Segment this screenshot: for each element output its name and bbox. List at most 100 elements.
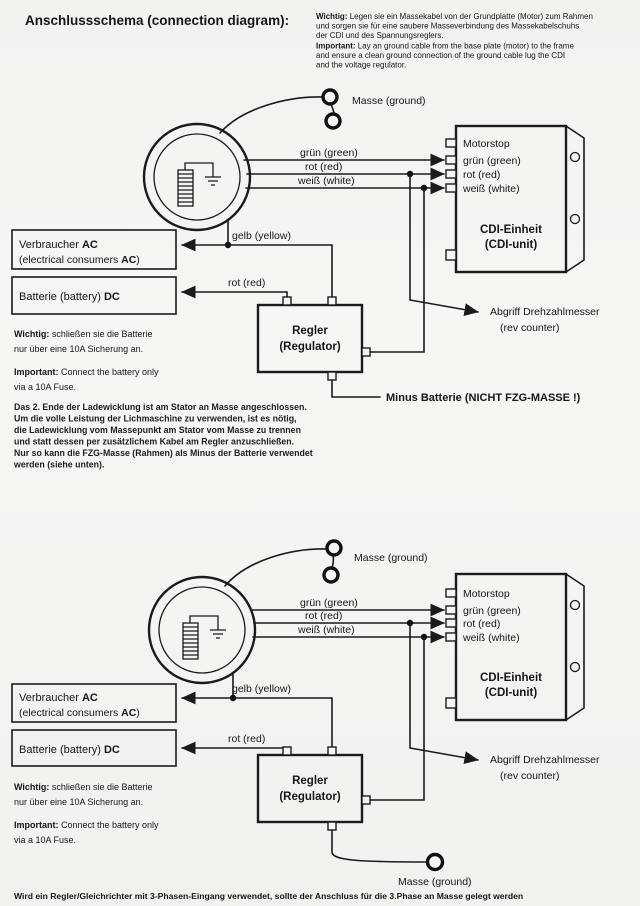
regulator-ground-wire (331, 829, 428, 863)
regulator-terminal (327, 371, 337, 381)
rev-counter-label: (rev counter) (500, 770, 560, 782)
regulator-terminal (282, 296, 292, 306)
cdi-green-label: grün (green) (463, 605, 521, 617)
regulator-box (256, 753, 364, 824)
yellow-wire-label: gelb (yellow) (232, 683, 291, 695)
diagram-top: Masse (ground) grün (green) rot (red) we… (11, 88, 600, 404)
cdi-mount-hole (569, 213, 581, 225)
cdi-white-label: weiß (white) (462, 183, 520, 195)
cdi-unit-side (565, 125, 585, 273)
cdi-pin (445, 249, 457, 261)
header-note-line: Wichtig: Legen sie ein Massekabel von de… (316, 12, 593, 21)
cdi-title: CDI-Einheit (480, 224, 542, 236)
regulator-title: Regler (292, 775, 328, 787)
rev-counter-wire (409, 622, 479, 764)
diagram-bottom: Masse (ground) grün (green) rot (red) we… (11, 539, 600, 888)
regulator-terminal (327, 746, 337, 756)
regulator-terminal (327, 821, 337, 831)
cdi-green-label: grün (green) (463, 155, 521, 167)
ground-cable-link (331, 554, 335, 569)
middle-paragraph-line: Nur so kann die FZG-Masse (Rahmen) als M… (14, 448, 313, 458)
cdi-white-label: weiß (white) (462, 632, 520, 644)
battery-note-line: nur über eine 10A Sicherung an. (14, 797, 143, 807)
wire-white-label: weiß (white) (297, 624, 355, 636)
page-title: Anschlussschema (connection diagram): (25, 13, 289, 28)
masse-ground-label: Masse (ground) (352, 95, 426, 107)
stator-ground-icon (184, 162, 221, 186)
cdi-subtitle: (CDI-unit) (485, 687, 538, 699)
middle-paragraph-line: und statt dessen per zusätzlichem Kabel … (14, 437, 294, 447)
masse-ground-label: Masse (ground) (398, 876, 472, 888)
middle-paragraph-line: die Ladewicklung vom Massepunkt am Stato… (14, 425, 301, 435)
regulator-box (256, 303, 364, 374)
stator-coil-windings (178, 173, 193, 203)
wire-green-label: grün (green) (300, 597, 358, 609)
ground-cable (224, 548, 328, 587)
consumers-label: (electrical consumers AC) (19, 707, 140, 719)
minus-battery-label: Minus Batterie (NICHT FZG-MASSE !) (386, 392, 581, 404)
ground-cable (219, 96, 324, 134)
consumers-box (11, 683, 177, 723)
wire-red-label: rot (red) (305, 161, 342, 173)
ground-ring-terminal (324, 112, 342, 130)
battery-note-bottom: Wichtig: schließen sie die Batterie nur … (14, 782, 159, 845)
cdi-red-label: rot (red) (463, 169, 500, 181)
header-note-line: and the voltage regulator. (316, 61, 406, 70)
yellow-wire-label: gelb (yellow) (232, 230, 291, 242)
flywheel-outer-circle (142, 122, 252, 232)
cdi-title: CDI-Einheit (480, 672, 542, 684)
rev-counter-label: (rev counter) (500, 322, 560, 334)
ground-ring-terminal (325, 539, 343, 557)
cdi-red-label: rot (red) (463, 618, 500, 630)
rev-counter-label: Abgriff Drehzahlmesser (490, 754, 600, 766)
cdi-mount-hole (569, 599, 581, 611)
cdi-pin (445, 618, 457, 628)
regulator-subtitle: (Regulator) (279, 341, 341, 353)
white-to-regulator-wire (369, 187, 425, 353)
regulator-terminal (327, 296, 337, 306)
stator-coil-icon (177, 169, 194, 207)
cdi-pin (445, 169, 457, 179)
stator-coil-icon (182, 622, 199, 660)
wire-white-label: weiß (white) (297, 175, 355, 187)
battery-note-line: Important: Connect the battery only (14, 820, 159, 830)
regulator-terminal (282, 746, 292, 756)
cdi-pin (445, 588, 457, 598)
rev-counter-wire (409, 173, 479, 316)
ground-ring-terminal (425, 852, 445, 872)
battery-box (11, 729, 177, 767)
cdi-pin (445, 183, 457, 193)
battery-box (11, 276, 177, 315)
flywheel-outer-circle (147, 575, 257, 685)
battery-note-line: Wichtig: schließen sie die Batterie (14, 782, 152, 792)
cdi-pin (445, 605, 457, 615)
cdi-mount-hole (569, 151, 581, 163)
minus-battery-wire (331, 379, 381, 398)
consumers-label: Verbraucher AC (19, 692, 98, 704)
middle-paragraph: Das 2. Ende der Ladewicklung ist am Stat… (13, 402, 313, 470)
footer-note: Wird ein Regler/Gleichrichter mit 3-Phas… (14, 891, 523, 901)
header-note-line: der CDI und des Spannungsreglers. (316, 31, 444, 40)
rev-counter-label: Abgriff Drehzahlmesser (490, 306, 600, 318)
battery-red-wire-label: rot (red) (228, 277, 265, 289)
battery-note-top: Wichtig: schließen sie die Batterie nur … (14, 329, 159, 392)
cdi-unit-box (454, 572, 568, 722)
consumers-box (11, 229, 177, 270)
battery-note-line: nur über eine 10A Sicherung an. (14, 344, 143, 354)
middle-paragraph-line: Das 2. Ende der Ladewicklung ist am Stat… (14, 402, 307, 412)
ground-ring-terminal (322, 566, 340, 584)
battery-note-line: Important: Connect the battery only (14, 367, 159, 377)
regulator-terminal (361, 795, 371, 805)
battery-note-line: via a 10A Fuse. (14, 835, 76, 845)
stator-coil-windings (183, 626, 198, 656)
cdi-pin (445, 697, 457, 709)
header-note: Wichtig: Legen sie ein Massekabel von de… (316, 12, 593, 70)
regulator-subtitle: (Regulator) (279, 791, 341, 803)
battery-note-line: Wichtig: schließen sie die Batterie (14, 329, 152, 339)
white-to-regulator-wire (369, 636, 425, 801)
wire-red-label: rot (red) (305, 610, 342, 622)
battery-label: Batterie (battery) DC (19, 291, 120, 303)
regulator-terminal (361, 347, 371, 357)
wire-green-label: grün (green) (300, 147, 358, 159)
